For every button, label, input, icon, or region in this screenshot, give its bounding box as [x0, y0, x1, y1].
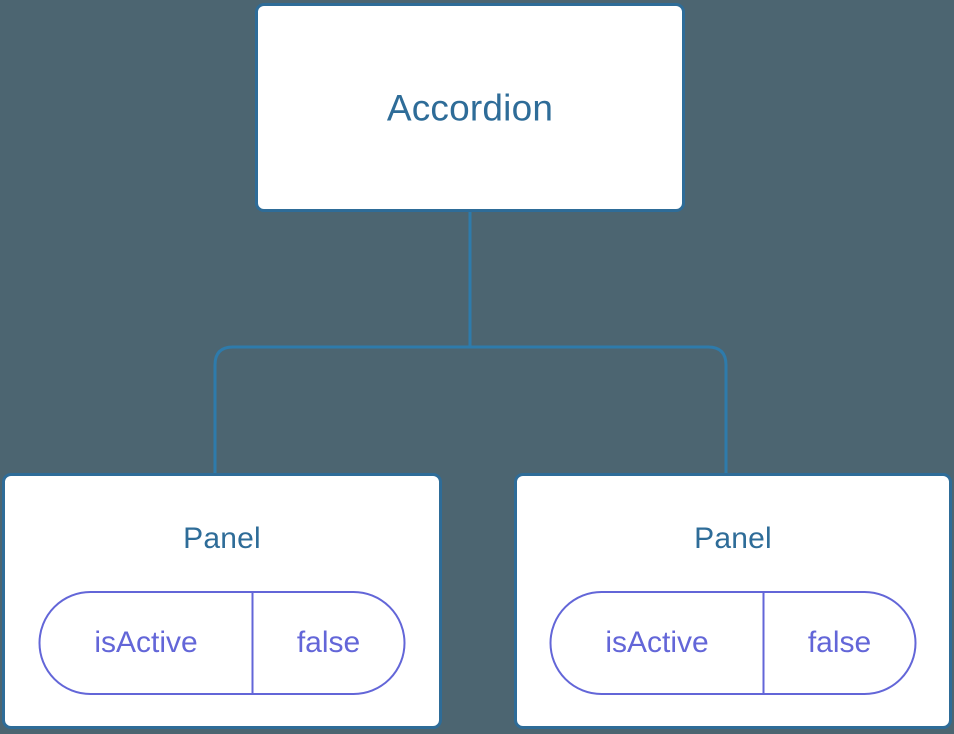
node-panel-1-prop-badge[interactable]: isActive false: [549, 591, 917, 695]
node-panel-0-prop-value: false: [296, 626, 361, 659]
node-panel-1-prop-value: false: [807, 626, 872, 659]
node-accordion[interactable]: Accordion: [255, 3, 685, 212]
node-panel-0-prop-key: isActive: [41, 593, 254, 693]
node-panel-0-prop-badge[interactable]: isActive false: [38, 591, 406, 695]
edge-to-panel-0: [213, 345, 470, 476]
node-panel-0-label: Panel: [183, 522, 261, 555]
node-panel-1[interactable]: Panel isActive false: [514, 473, 952, 729]
node-panel-1-label: Panel: [694, 522, 772, 555]
node-accordion-label: Accordion: [386, 87, 554, 128]
edge-to-panel-1: [470, 345, 728, 476]
node-panel-1-prop-key: isActive: [552, 593, 765, 693]
node-panel-0[interactable]: Panel isActive false: [2, 473, 442, 729]
